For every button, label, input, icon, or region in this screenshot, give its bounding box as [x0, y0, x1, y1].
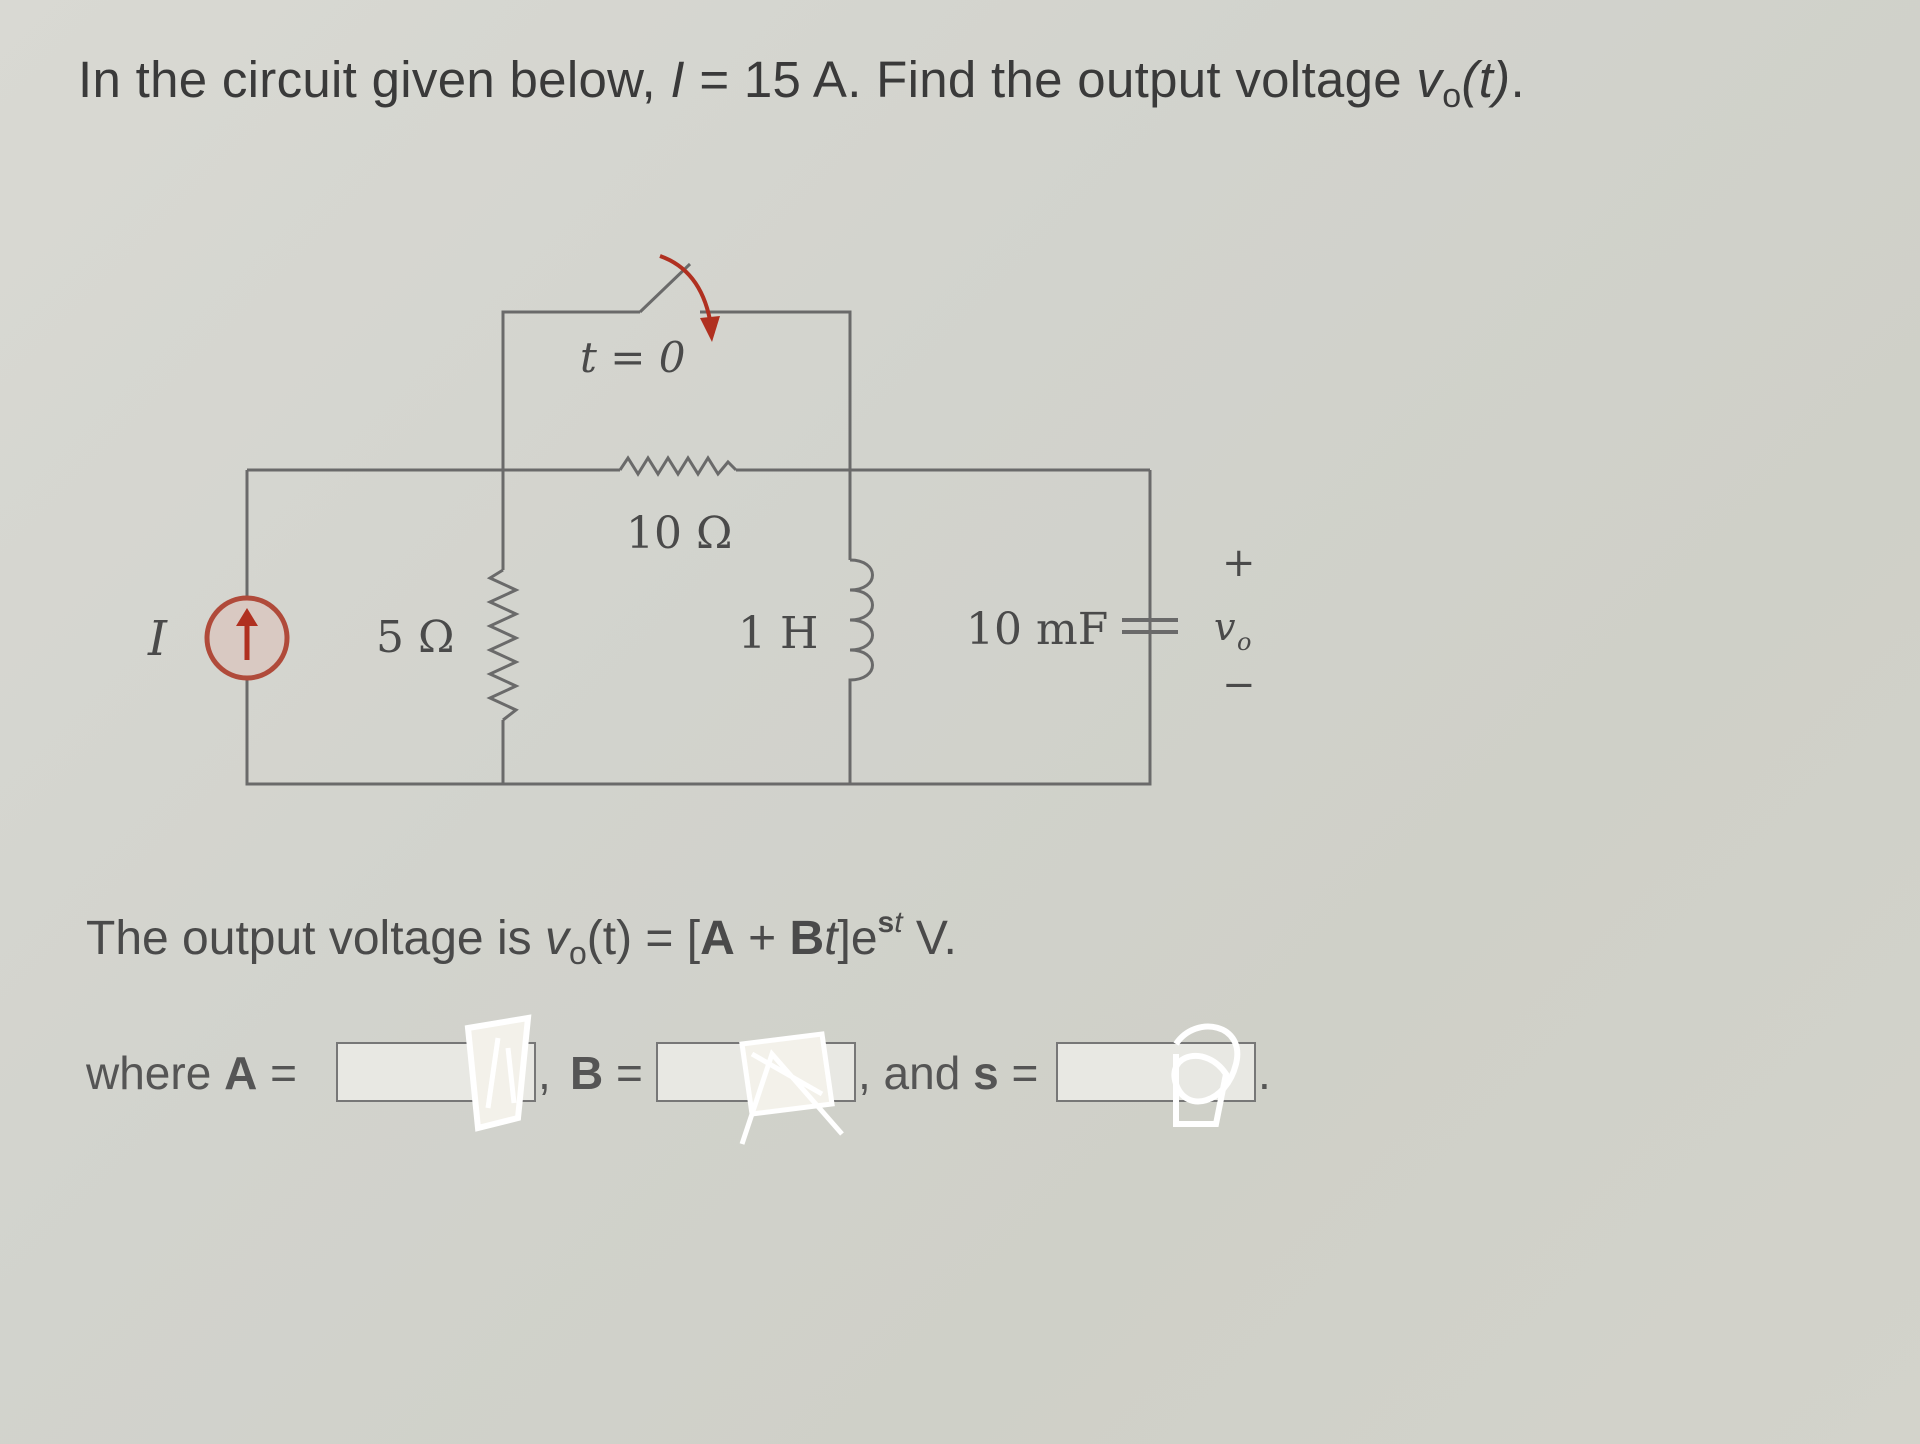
answer-v: v [544, 912, 569, 965]
vo-plus: + [1222, 540, 1256, 586]
source-label: I [147, 611, 168, 667]
question-var-i: I [670, 51, 685, 108]
A-eq: = [257, 1047, 297, 1099]
A-label: A [224, 1047, 258, 1099]
current-source [204, 595, 290, 681]
switch-left-wire [501, 310, 640, 470]
and-s-group: , and s = [858, 1046, 1038, 1100]
B-label-group: B = [570, 1046, 643, 1100]
question-value: = 15 A. Find the output voltage [684, 51, 1417, 108]
question-var-arg: (t) [1461, 51, 1511, 108]
r1-label: 5 Ω [376, 612, 454, 663]
answer-unit: V. [902, 912, 957, 965]
B-label: B [570, 1047, 604, 1099]
vo-minus: − [1222, 662, 1256, 708]
inductor-label: 1 H [738, 608, 818, 659]
question-var-v: v [1416, 51, 1443, 108]
where-label: where [86, 1047, 225, 1099]
B-eq: = [603, 1047, 643, 1099]
question-suffix: . [1510, 51, 1525, 108]
answer-statement: The output voltage is vo(t) = [A + Bt]es… [86, 906, 957, 972]
answer-plus: + [734, 912, 790, 965]
r2-label: 10 Ω [626, 508, 732, 559]
answer-B: B [789, 912, 825, 965]
and-label: , and [858, 1047, 974, 1099]
capacitor [1122, 618, 1178, 634]
scribble-s-icon [1171, 1023, 1241, 1127]
scribble-A-icon [464, 1014, 532, 1132]
vo-label: v [1214, 605, 1236, 649]
s-eq: = [998, 1047, 1039, 1099]
resistor-10-ohm [618, 455, 738, 477]
answer-close: ]e [837, 912, 878, 965]
s-label: s [973, 1047, 999, 1099]
answer-arg: (t) = [ [586, 912, 701, 965]
where-A-label: where A = [86, 1046, 297, 1100]
inductor [848, 558, 874, 700]
answer-exp-s: s [877, 906, 895, 939]
resistor-5-ohm [486, 568, 520, 722]
question-prefix: In the circuit given below, [78, 51, 671, 108]
comma-1: , [538, 1047, 551, 1099]
switch-right-wire [700, 310, 852, 560]
answer-prefix: The output voltage is [86, 912, 545, 965]
capacitor-label: 10 mF [966, 604, 1108, 655]
answer-A: A [700, 912, 735, 965]
answer-exp-t: t [894, 906, 903, 939]
period: . [1258, 1047, 1271, 1099]
question-var-sub: o [1442, 77, 1462, 115]
answer-t: t [824, 912, 838, 965]
answer-inputs-row: where A = , B = , and s = . [86, 1014, 1286, 1145]
answer-v-sub: o [568, 935, 587, 971]
switch-label: t = 0 [580, 333, 686, 382]
vo-sub: o [1237, 628, 1251, 656]
switch [638, 254, 720, 342]
question-text: In the circuit given below, I = 15 A. Fi… [78, 50, 1525, 116]
scribble-B-icon [739, 1031, 844, 1145]
